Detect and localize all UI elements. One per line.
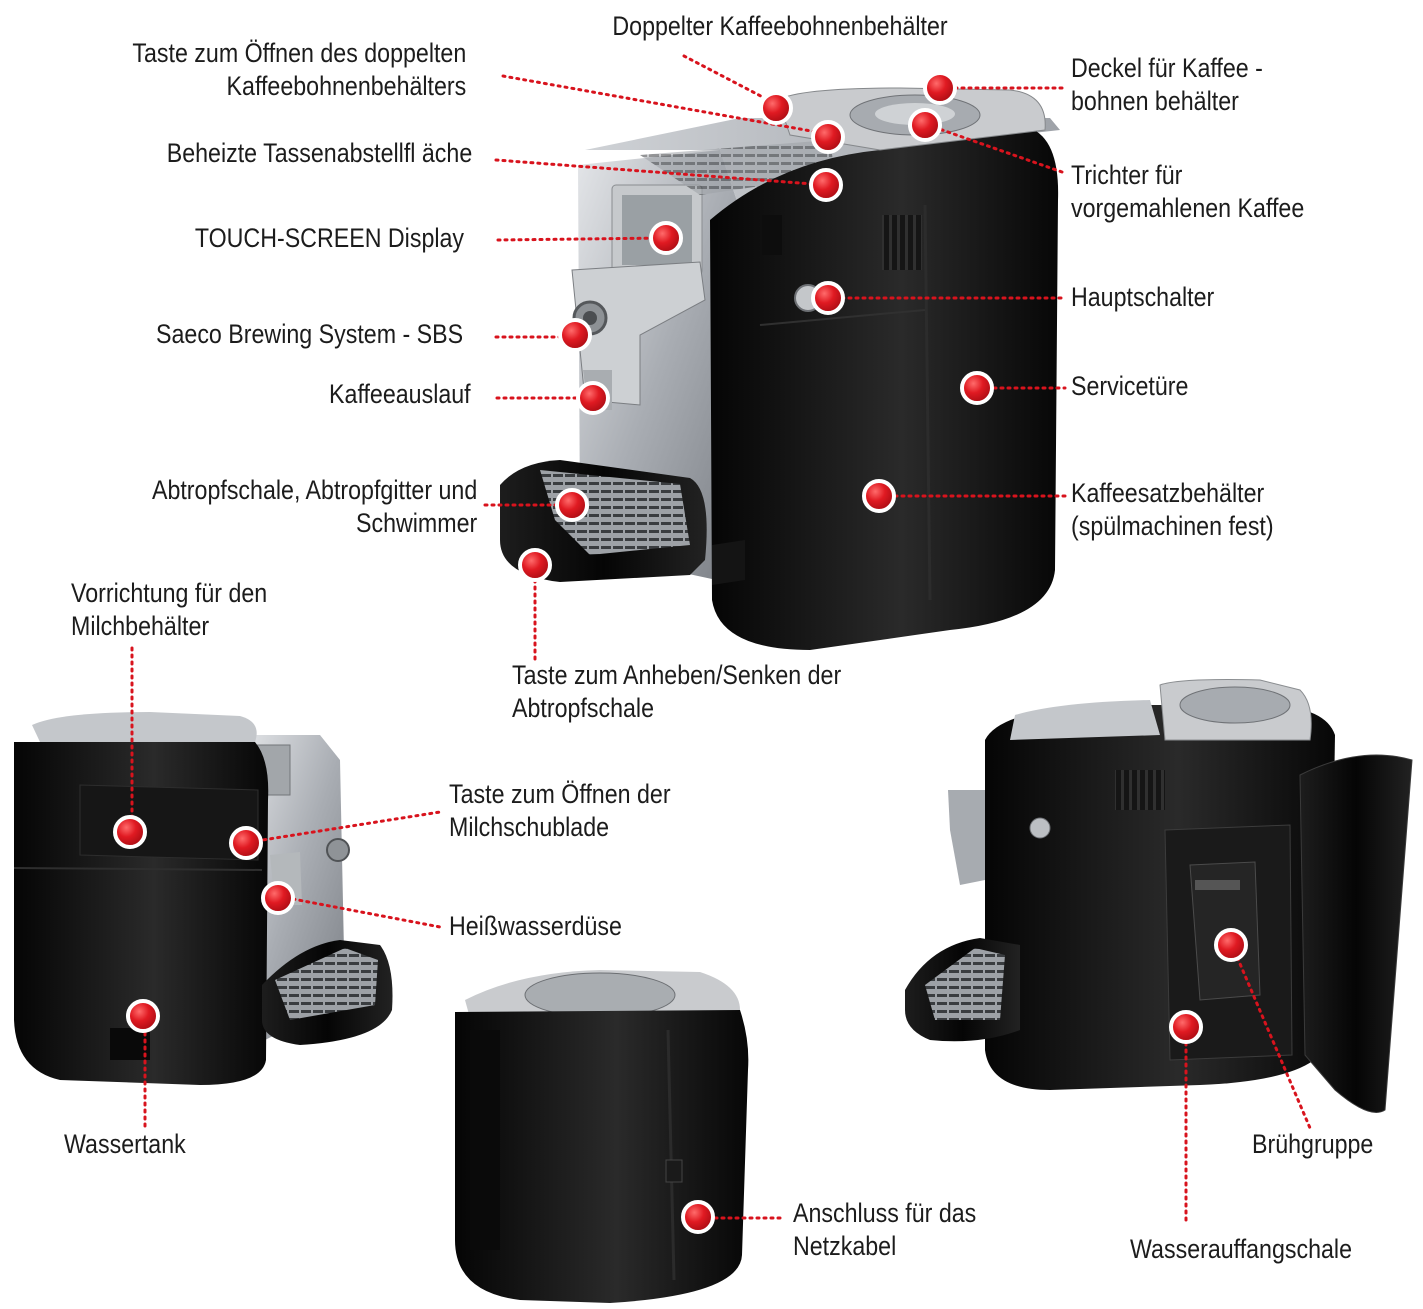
label-milchbehaelter-vorrichtung-line: Vorrichtung für den (71, 577, 267, 610)
label-tassenabstellflaeche-line: Beheizte Tassenabstellfl äche (166, 137, 472, 170)
label-deckel-line: Deckel für Kaffee - (1071, 52, 1263, 85)
marker-abtropfschale (557, 490, 587, 520)
label-taste-abtropfschale-line: Abtropfschale (512, 692, 841, 725)
label-deckel: Deckel für Kaffee -bohnen behälter (1071, 52, 1263, 118)
label-bruehgruppe: Brühgruppe (1252, 1128, 1373, 1161)
label-heisswasserduese-line: Heißwasserdüse (449, 910, 622, 943)
label-trichter-line: vorgemahlenen Kaffee (1071, 192, 1304, 225)
marker-trichter (910, 110, 940, 140)
label-kaffeesatzbehaelter-line: (spülmachinen fest) (1071, 510, 1274, 543)
label-taste-milchschublade-line: Milchschublade (449, 811, 671, 844)
label-kaffeeauslauf-line: Kaffeeauslauf (329, 378, 471, 411)
marker-wassertank (128, 1001, 158, 1031)
label-milchbehaelter-vorrichtung-line: Milchbehälter (71, 610, 267, 643)
marker-hauptschalter (813, 283, 843, 313)
marker-kaffeeauslauf (578, 383, 608, 413)
label-hauptschalter-line: Hauptschalter (1071, 281, 1214, 314)
marker-sbs (560, 320, 590, 350)
marker-milchbehaelter-vorrichtung (115, 817, 145, 847)
label-wasserauffangschale-line: Wasserauffangschale (1130, 1233, 1352, 1266)
marker-heisswasserduese (263, 883, 293, 913)
label-heisswasserduese: Heißwasserdüse (449, 910, 622, 943)
machine-open-view (905, 680, 1412, 1113)
label-sbs: Saeco Brewing System - SBS (156, 318, 463, 351)
label-kaffeeauslauf: Kaffeeauslauf (329, 378, 471, 411)
label-doppelter-behaelter: Doppelter Kaffeebohnenbehälter (591, 10, 969, 43)
label-wassertank: Wassertank (64, 1128, 186, 1161)
label-abtropfschale-line: Schwimmer (152, 507, 477, 540)
marker-taste-abtropfschale (520, 550, 550, 580)
label-sbs-line: Saeco Brewing System - SBS (156, 318, 463, 351)
marker-doppelter-behaelter (761, 93, 791, 123)
label-bruehgruppe-line: Brühgruppe (1252, 1128, 1373, 1161)
label-kaffeesatzbehaelter: Kaffeesatzbehälter(spülmachinen fest) (1071, 477, 1274, 543)
marker-taste-milchschublade (231, 828, 261, 858)
label-taste-doppelter-behaelter-line: Kaffeebohnenbehälters (132, 70, 466, 103)
marker-netzkabel (683, 1202, 713, 1232)
label-trichter-line: Trichter für (1071, 159, 1304, 192)
machine-front-view (500, 88, 1060, 650)
marker-servicetuere (962, 373, 992, 403)
marker-deckel (925, 73, 955, 103)
machine-back-view (455, 970, 748, 1303)
label-netzkabel-line: Netzkabel (793, 1230, 976, 1263)
label-touch-screen-line: TOUCH-SCREEN Display (195, 222, 464, 255)
label-kaffeesatzbehaelter-line: Kaffeesatzbehälter (1071, 477, 1274, 510)
machine-left-view (14, 712, 393, 1085)
label-hauptschalter: Hauptschalter (1071, 281, 1214, 314)
marker-tassenabstellflaeche (811, 170, 841, 200)
marker-kaffeesatzbehaelter (864, 481, 894, 511)
marker-touch-screen (651, 223, 681, 253)
label-taste-milchschublade-line: Taste zum Öffnen der (449, 778, 671, 811)
marker-taste-doppelter-behaelter (813, 122, 843, 152)
label-netzkabel-line: Anschluss für das (793, 1197, 976, 1230)
label-abtropfschale-line: Abtropfschale, Abtropfgitter und (152, 474, 477, 507)
label-deckel-line: bohnen behälter (1071, 85, 1263, 118)
label-touch-screen: TOUCH-SCREEN Display (195, 222, 464, 255)
label-doppelter-behaelter-line: Doppelter Kaffeebohnenbehälter (591, 10, 969, 43)
marker-bruehgruppe (1216, 930, 1246, 960)
label-taste-doppelter-behaelter-line: Taste zum Öffnen des doppelten (132, 37, 466, 70)
marker-wasserauffangschale (1171, 1012, 1201, 1042)
label-servicetuere-line: Servicetüre (1071, 370, 1188, 403)
label-wasserauffangschale: Wasserauffangschale (1130, 1233, 1352, 1266)
label-wassertank-line: Wassertank (64, 1128, 186, 1161)
label-taste-abtropfschale-line: Taste zum Anheben/Senken der (512, 659, 841, 692)
label-servicetuere: Servicetüre (1071, 370, 1188, 403)
label-tassenabstellflaeche: Beheizte Tassenabstellfl äche (166, 137, 472, 170)
